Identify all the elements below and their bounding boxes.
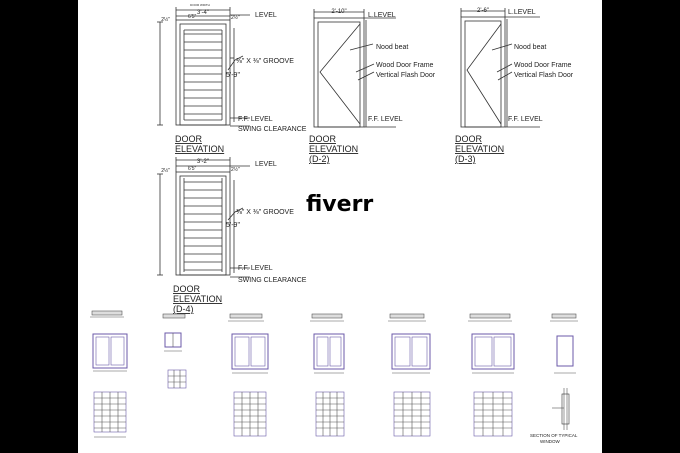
d1-level: LEVEL	[255, 12, 277, 19]
drawing-canvas: DOOR WIDTH 3'-4" 2½" 6'5" 2½" LEVEL ⅜" X…	[90, 3, 578, 444]
d1-inner-frame	[179, 23, 227, 126]
d4-title-1: DOOR	[173, 284, 201, 294]
d4-side-right: 2½"	[231, 166, 240, 173]
door-elevation-d1	[157, 7, 250, 127]
d4-top-dim: 3'-2"	[197, 159, 209, 165]
d4-level: LEVEL	[255, 161, 277, 168]
d3-level: L.LEVEL	[508, 9, 536, 16]
d2-nood: Nood beat	[376, 44, 408, 51]
d4-side-mid: 6'5"	[188, 166, 197, 172]
d2-title-3: (D-2)	[309, 154, 330, 164]
d2-frame: Wood Door Frame	[376, 62, 434, 69]
d3-ff-level: F.F. LEVEL	[508, 116, 543, 123]
d4-height: 5'-9"	[226, 222, 240, 229]
d2-ff-level: F.F. LEVEL	[368, 116, 403, 123]
d4-groove: ⅜" X ⅜" GROOVE	[236, 209, 294, 216]
window-detail-3	[228, 313, 269, 437]
d1-top-dim: 3'-4"	[197, 10, 209, 16]
section-label-1: SECTION OF TYPICAL	[530, 433, 578, 438]
d4-swing: SWING CLEARANCE	[238, 277, 307, 284]
door-elevation-d4	[157, 157, 250, 278]
window-detail-7	[550, 313, 578, 430]
d2-title-2: ELEVATION	[309, 144, 358, 154]
d1-title-2: ELEVATION	[175, 144, 224, 154]
d1-side-mid: 6'5"	[188, 14, 197, 20]
d2-title-1: DOOR	[309, 134, 337, 144]
d1-side-right: 2½"	[231, 14, 240, 21]
d4-side-left: 2½"	[161, 167, 170, 174]
window-detail-6	[468, 313, 515, 437]
window-detail-2	[162, 313, 187, 389]
d4-ff-level: F.F. LEVEL	[238, 265, 273, 272]
d3-title-1: DOOR	[455, 134, 483, 144]
window-details-row	[90, 310, 578, 438]
d2-level: L.LEVEL	[368, 12, 396, 19]
d3-title-2: ELEVATION	[455, 144, 504, 154]
d4-title-2: ELEVATION	[173, 294, 222, 304]
window-detail-5	[388, 313, 431, 437]
d1-title-1: DOOR	[175, 134, 203, 144]
d1-side-left: 2½"	[161, 16, 170, 23]
d2-top-dim: 2'-10"	[331, 9, 346, 15]
d1-swing: SWING CLEARANCE	[238, 126, 307, 133]
d1-height: 5'-9"	[226, 72, 240, 79]
d1-ff-level: F.F. LEVEL	[238, 116, 273, 123]
d2-flash: Vertical Flash Door	[376, 72, 436, 79]
section-label-2: WINDOW	[540, 439, 560, 444]
door-elevation-d2	[313, 9, 396, 128]
fiverr-watermark: fiverr	[306, 192, 373, 217]
d3-nood: Nood beat	[514, 44, 546, 51]
d1-groove: ⅜" X ⅜" GROOVE	[236, 58, 294, 65]
d3-title-3: (D-3)	[455, 154, 476, 164]
d3-flash: Vertical Flash Door	[514, 72, 574, 79]
d1-panel-lines	[183, 29, 223, 121]
window-detail-1	[90, 310, 128, 438]
d4-title-3: (D-4)	[173, 304, 194, 314]
d3-top-dim: 2'-6"	[477, 8, 489, 14]
window-detail-4	[310, 313, 345, 437]
d3-frame: Wood Door Frame	[514, 62, 572, 69]
drawing-sheet: DOOR WIDTH 3'-4" 2½" 6'5" 2½" LEVEL ⅜" X…	[78, 0, 602, 453]
door-elevation-d3	[460, 8, 540, 128]
d1-top-tiny: DOOR WIDTH	[190, 3, 210, 7]
